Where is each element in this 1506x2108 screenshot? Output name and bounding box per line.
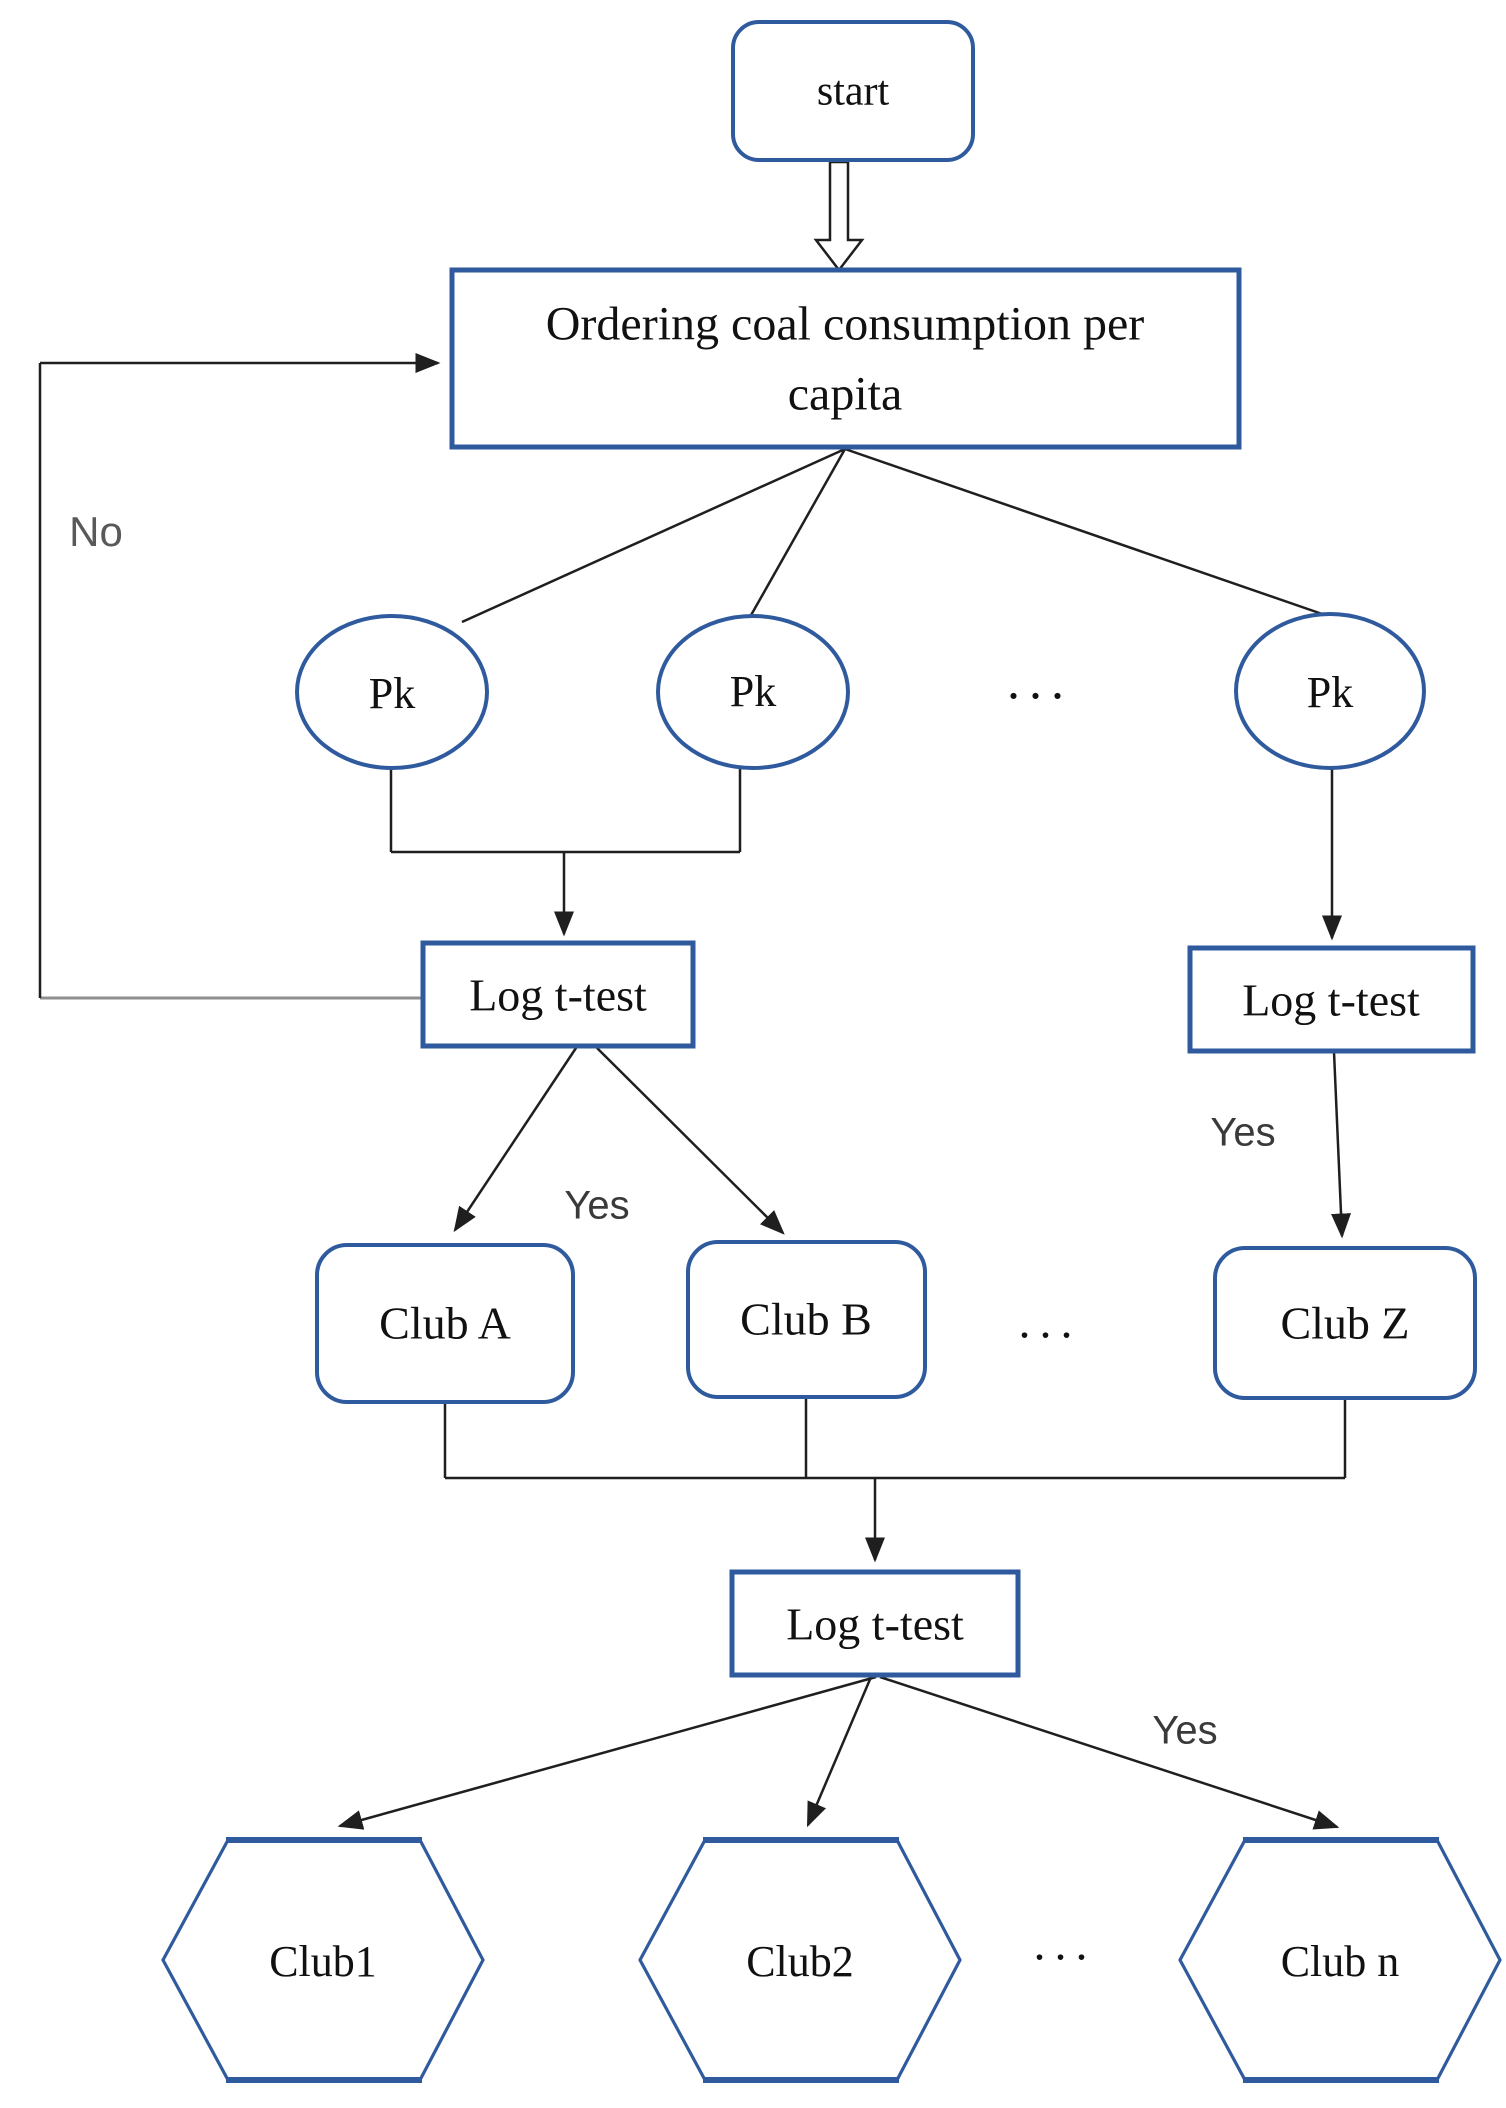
pk1-node-shape [295, 614, 489, 770]
start-node-shape [731, 20, 975, 162]
club-z-node-shape [1213, 1246, 1477, 1400]
pk1-node-label: Pk [368, 669, 416, 719]
logright-to-clubz-arrow [1331, 1051, 1352, 1239]
ellipsis-hex-row: ... [1033, 1917, 1097, 1971]
yes-right-label: Yes [1210, 1110, 1276, 1155]
ordering-to-pk2-line [748, 448, 847, 618]
ordering-to-pk1-line [461, 447, 846, 624]
node-shapes [161, 20, 1502, 2083]
no-label: No [69, 508, 123, 555]
log-right-node-shape [1187, 945, 1476, 1054]
connectors [38, 160, 1352, 1830]
club-a-node-label: Club A [379, 1297, 511, 1349]
hex-club1-label: Club1 [269, 1937, 377, 1987]
club-a-node-shape [315, 1243, 575, 1404]
pk3-node-shape [1234, 612, 1426, 770]
yes-left-label: Yes [564, 1183, 630, 1228]
start-to-ordering-arrow [813, 160, 865, 273]
club-z-node-label: Club Z [1280, 1297, 1410, 1349]
logleft-to-clubb-arrow [596, 1047, 785, 1235]
pk2-node-label: Pk [729, 667, 777, 717]
pk3-node-label: Pk [1306, 668, 1354, 718]
log-right-node-label: Log t-test [1242, 974, 1420, 1026]
club-b-node-label: Club B [740, 1293, 872, 1345]
logbottom-to-clubn-arrow [879, 1675, 1340, 1830]
ordering-node-shape [449, 267, 1242, 450]
ellipsis-club-row: ... [1018, 1295, 1082, 1349]
pk2-node-shape [656, 614, 850, 770]
yes-bottom-label: Yes [1152, 1708, 1218, 1753]
logbottom-to-club2-arrow [806, 1676, 873, 1828]
ellipsis-pk-row: ... [1007, 653, 1073, 711]
start-node-label: start [816, 68, 890, 115]
logbottom-to-club1-arrow [337, 1675, 877, 1830]
log-bottom-node-label: Log t-test [786, 1598, 964, 1650]
ordering-to-pk3-line [844, 447, 1329, 618]
log-left-node-shape [420, 940, 696, 1049]
ordering-node-label: Ordering coal consumption per capita [545, 297, 1145, 420]
club-b-node-shape [686, 1240, 927, 1399]
hex-club2-label: Club2 [746, 1937, 854, 1987]
logleft-to-cluba-arrow [453, 1047, 578, 1233]
log-bottom-node-shape [729, 1569, 1021, 1678]
hex-clubn-label: Club n [1280, 1937, 1400, 1987]
log-left-node-label: Log t-test [469, 969, 647, 1021]
